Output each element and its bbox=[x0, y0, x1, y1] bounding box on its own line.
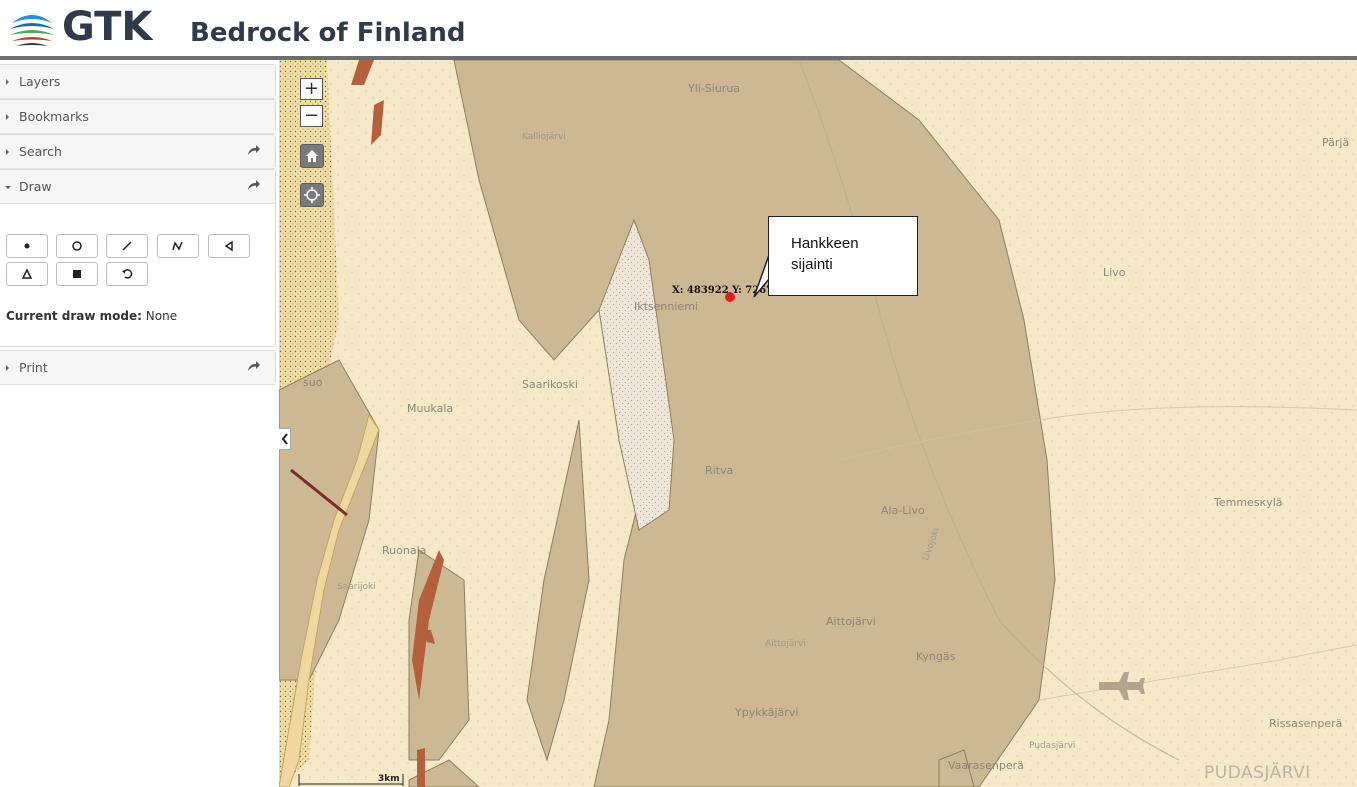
panel-layers-label: Layers bbox=[19, 74, 61, 89]
square-icon bbox=[73, 270, 81, 278]
draw-triangle-button[interactable] bbox=[6, 262, 48, 286]
point-icon bbox=[24, 243, 30, 249]
scale-label: 3km bbox=[378, 774, 400, 784]
sediment-band bbox=[279, 413, 380, 787]
draw-point-button[interactable] bbox=[6, 234, 48, 258]
line-icon bbox=[122, 241, 132, 251]
gtk-logo-icon bbox=[10, 15, 54, 46]
panel-bookmarks-label: Bookmarks bbox=[19, 109, 89, 124]
circle-icon bbox=[72, 241, 82, 251]
panel-print-label: Print bbox=[19, 360, 48, 375]
dyke bbox=[351, 60, 374, 85]
app-header: GTK Bedrock of Finland bbox=[0, 0, 1357, 57]
crosshair-icon bbox=[304, 187, 320, 203]
current-draw-mode: Current draw mode: None bbox=[6, 308, 177, 324]
place-label: Vaarasenperä bbox=[948, 759, 1024, 772]
panel-search[interactable]: Search bbox=[0, 134, 276, 169]
place-label: PUDASJÄRVI bbox=[1204, 763, 1311, 783]
draw-polygon-button[interactable] bbox=[208, 234, 250, 258]
panel-print-header[interactable]: Print bbox=[0, 351, 275, 385]
draw-mode-value: None bbox=[145, 309, 178, 323]
project-location-callout: Hankkeen sijainti bbox=[768, 216, 918, 296]
place-label: Ritva bbox=[705, 464, 734, 477]
draw-undo-button[interactable] bbox=[106, 262, 148, 286]
undo-icon bbox=[122, 269, 133, 279]
draw-mode-label: Current draw mode: bbox=[6, 309, 142, 323]
place-label: Livo bbox=[1103, 266, 1126, 279]
panel-search-label: Search bbox=[19, 144, 62, 159]
caret-right-icon bbox=[6, 149, 9, 155]
place-label: Kalliojärvi bbox=[522, 132, 566, 142]
place-label: Rissasenperä bbox=[1269, 717, 1343, 730]
home-button[interactable] bbox=[300, 144, 324, 168]
dotted-zone bbox=[598, 218, 675, 531]
caret-right-icon bbox=[6, 79, 9, 85]
scale-bar bbox=[298, 774, 404, 786]
place-label: Pudasjärvi bbox=[1029, 741, 1076, 751]
header-divider bbox=[0, 56, 1357, 60]
collapse-sidebar-button[interactable] bbox=[279, 428, 291, 450]
home-icon bbox=[306, 150, 318, 162]
place-label: Pärjä bbox=[1322, 136, 1350, 149]
panel-search-header[interactable]: Search bbox=[0, 135, 275, 169]
share-arrow-icon[interactable] bbox=[247, 143, 261, 157]
sidebar: Layers Bookmarks Search Draw bbox=[0, 60, 279, 787]
place-label: Saarikoski bbox=[522, 378, 578, 391]
caret-down-icon bbox=[5, 186, 11, 189]
share-arrow-icon[interactable] bbox=[247, 359, 261, 373]
panel-layers-header[interactable]: Layers bbox=[0, 65, 275, 99]
map-canvas[interactable]: + − Yli-Siurua Kalliojärvi Pärjä Livo Ik… bbox=[279, 60, 1357, 787]
panel-draw[interactable]: Draw bbox=[0, 169, 276, 347]
place-label: Temmesкylä bbox=[1214, 496, 1283, 509]
brand-name: GTK bbox=[62, 4, 153, 50]
draw-line-button[interactable] bbox=[106, 234, 148, 258]
place-label: Ypykkäjärvi bbox=[735, 706, 799, 719]
polygon-icon bbox=[224, 240, 233, 252]
place-label: Yli-Siurua bbox=[688, 82, 741, 95]
place-label: Ruonala bbox=[382, 544, 427, 557]
panel-layers[interactable]: Layers bbox=[0, 64, 276, 99]
app-title: Bedrock of Finland bbox=[190, 18, 466, 48]
place-label: Muukala bbox=[407, 402, 454, 415]
caret-right-icon bbox=[6, 365, 9, 371]
share-arrow-icon[interactable] bbox=[247, 178, 261, 192]
dotted-strip bbox=[279, 60, 339, 400]
place-label: Kyngäs bbox=[916, 650, 956, 663]
place-label: Aittojärvi bbox=[765, 639, 806, 649]
freehand-icon bbox=[172, 241, 183, 251]
zoom-out-button[interactable]: − bbox=[300, 105, 323, 127]
coordinate-label: X: 483922 Y: 7267 bbox=[672, 285, 774, 296]
place-label: Aittojärvi bbox=[826, 615, 876, 628]
panel-draw-label: Draw bbox=[19, 179, 52, 194]
panel-bookmarks[interactable]: Bookmarks bbox=[0, 99, 276, 134]
draw-square-button[interactable] bbox=[56, 262, 98, 286]
bedrock-map-layer bbox=[279, 60, 1357, 787]
place-label: suo bbox=[303, 376, 323, 389]
locate-button[interactable] bbox=[300, 183, 324, 207]
place-label: Iktsenniemi bbox=[634, 300, 698, 313]
caret-right-icon bbox=[6, 114, 9, 120]
place-label: Saarijoki bbox=[337, 582, 376, 592]
zoom-in-button[interactable]: + bbox=[300, 78, 323, 100]
place-label: Ala-Livo bbox=[881, 504, 925, 517]
draw-circle-button[interactable] bbox=[56, 234, 98, 258]
draw-freehand-button[interactable] bbox=[157, 234, 199, 258]
panel-draw-header[interactable]: Draw bbox=[0, 170, 275, 204]
triangle-icon bbox=[21, 268, 33, 279]
site-marker[interactable] bbox=[725, 292, 735, 302]
panel-print[interactable]: Print bbox=[0, 350, 276, 385]
panel-bookmarks-header[interactable]: Bookmarks bbox=[0, 100, 275, 134]
chevron-left-icon bbox=[281, 433, 288, 445]
callout-text: Hankkeen sijainti bbox=[791, 235, 859, 273]
airport-icon bbox=[1099, 672, 1145, 700]
